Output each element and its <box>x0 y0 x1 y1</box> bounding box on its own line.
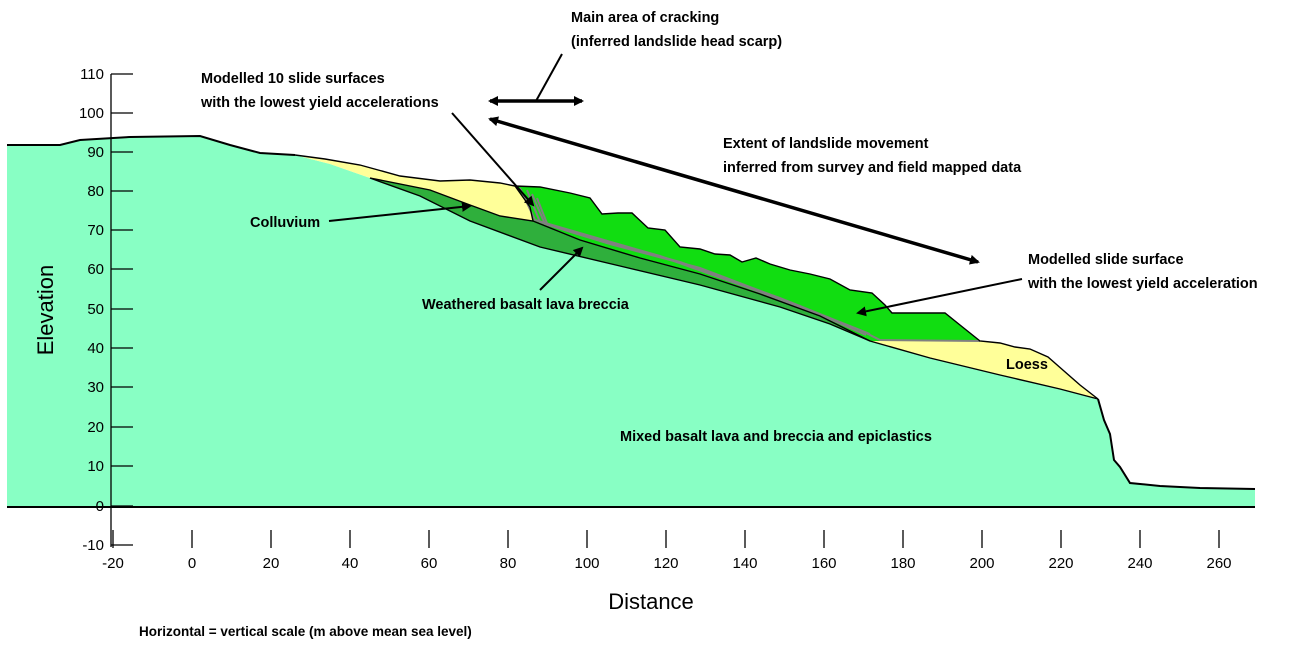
bedrock-label: Mixed basalt lava and breccia and epicla… <box>620 429 932 445</box>
y-axis-title: Elevation <box>33 265 58 356</box>
y-tick-label: -10 <box>82 537 104 554</box>
y-tick-label: 10 <box>87 458 104 475</box>
ten-surfaces-label: Modelled 10 slide surfaces <box>201 71 385 87</box>
x-tick-label: 40 <box>342 555 359 572</box>
y-tick-label: 0 <box>96 498 104 515</box>
x-tick-label: 100 <box>574 555 599 572</box>
ten-surfaces-label: with the lowest yield accelerations <box>200 95 439 111</box>
x-tick-label: 0 <box>188 555 196 572</box>
lowest-surface-leader <box>856 278 1023 317</box>
y-tick-label: 50 <box>87 301 104 318</box>
x-tick-label: 220 <box>1048 555 1073 572</box>
x-tick-label: 180 <box>890 555 915 572</box>
x-tick-label: 160 <box>811 555 836 572</box>
y-tick-label: 70 <box>87 222 104 239</box>
x-tick-label: 80 <box>500 555 517 572</box>
head-scarp-label: Main area of cracking <box>571 10 719 26</box>
y-tick-label: 80 <box>87 183 104 200</box>
head-scarp-leader <box>535 53 563 102</box>
x-tick-label: 240 <box>1127 555 1152 572</box>
x-tick-label: 260 <box>1206 555 1231 572</box>
x-axis-ticks <box>112 530 1220 548</box>
y-tick-label: 110 <box>80 66 104 83</box>
colluvium-label: Colluvium <box>250 215 320 231</box>
extent-arrow <box>488 116 980 265</box>
annotation-arrows <box>328 53 1023 317</box>
bedrock-unit <box>7 136 1255 507</box>
x-axis-title: Distance <box>608 589 694 614</box>
loess-label: Loess <box>1006 357 1048 373</box>
y-tick-labels: 110 100 90 80 70 60 50 40 30 20 10 0 -10 <box>79 66 104 554</box>
lowest-surface-label: Modelled slide surface <box>1028 252 1184 268</box>
y-tick-label: 30 <box>87 379 104 396</box>
x-tick-label: 120 <box>653 555 678 572</box>
weathered-breccia-label: Weathered basalt lava breccia <box>422 297 630 313</box>
extent-label: Extent of landslide movement <box>723 136 929 152</box>
x-tick-labels: -20 0 20 40 60 80 100 120 140 160 180 20… <box>102 555 1231 572</box>
y-tick-label: 20 <box>87 419 104 436</box>
x-tick-label: 60 <box>421 555 438 572</box>
scale-footnote: Horizontal = vertical scale (m above mea… <box>139 624 472 639</box>
extent-label: inferred from survey and field mapped da… <box>723 160 1022 176</box>
y-tick-label: 100 <box>79 105 104 122</box>
ground-surface-line <box>7 134 1256 490</box>
y-tick-label: 60 <box>87 261 104 278</box>
colluvium-leader <box>328 201 472 222</box>
x-tick-label: 200 <box>969 555 994 572</box>
x-tick-label: -20 <box>102 555 124 572</box>
weathered-leader <box>539 246 584 291</box>
x-tick-label: 20 <box>263 555 280 572</box>
lowest-surface-label: with the lowest yield acceleration <box>1027 276 1258 292</box>
loess-colluvium-unit <box>295 155 533 221</box>
x-tick-label: 140 <box>732 555 757 572</box>
y-tick-label: 40 <box>87 340 104 357</box>
head-scarp-label: (inferred landslide head scarp) <box>571 34 782 50</box>
y-tick-label: 90 <box>87 144 104 161</box>
ten-surfaces-leader <box>451 112 535 207</box>
